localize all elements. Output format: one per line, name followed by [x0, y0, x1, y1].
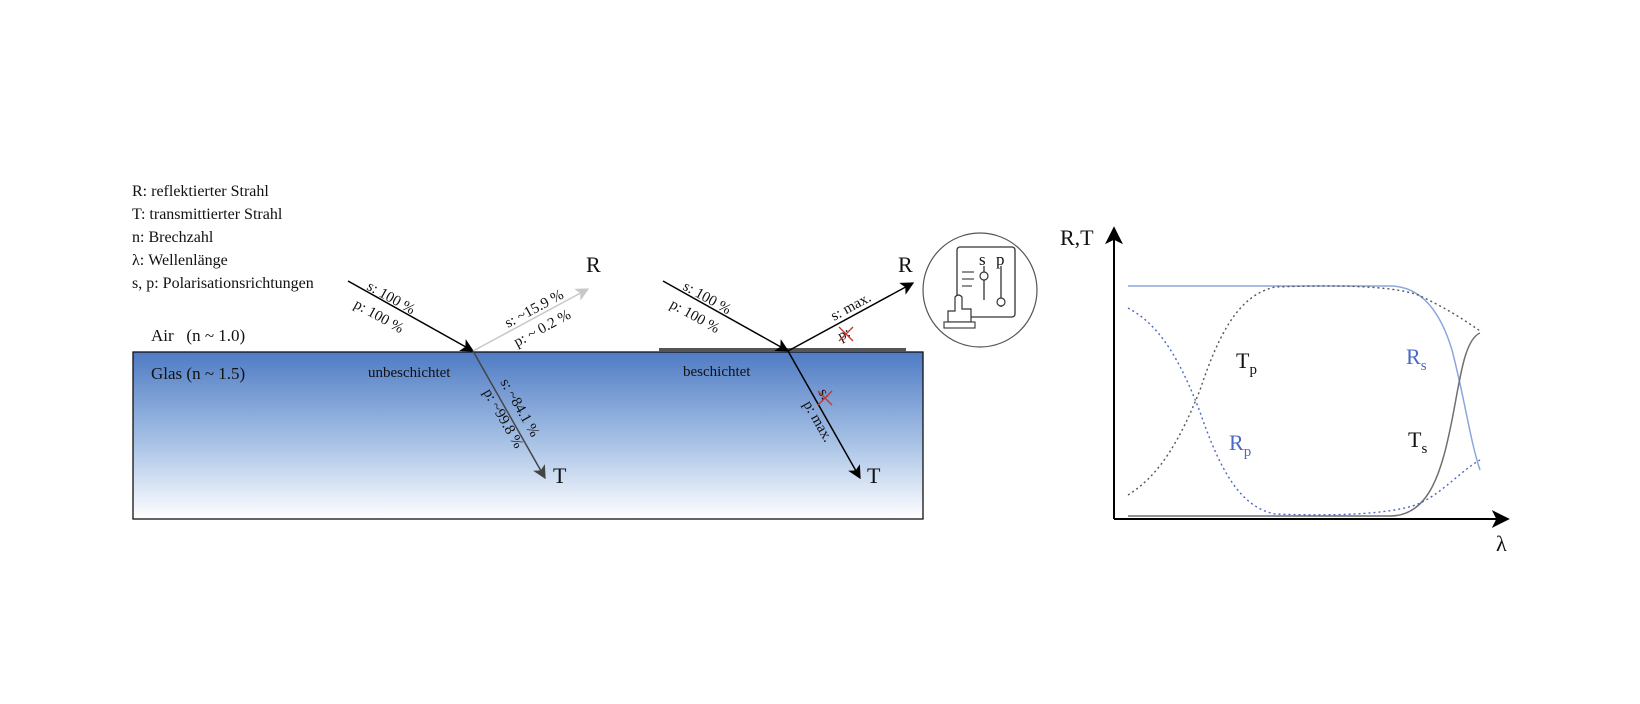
strike-mark [838, 326, 854, 342]
glass-block [132, 351, 924, 520]
uncoated-transmitted-ray [472, 350, 546, 480]
Tp-label: Tp [1236, 348, 1257, 378]
legend-line: R: reflektierter Strahl [132, 183, 269, 200]
glass-label: Glas (n ~ 1.5) [151, 364, 245, 383]
Ts-label: Ts [1408, 427, 1427, 457]
uncoated-reflected-ray [472, 288, 590, 352]
coated-R-label: R [898, 252, 913, 277]
x-axis-label: λ [1496, 531, 1507, 556]
coated-incident-ray [662, 280, 790, 352]
uncoated-label: unbeschichtet [368, 365, 451, 381]
coated-reflected-p-suppressed: p: [835, 325, 854, 345]
y-axis-label: R,T [1060, 225, 1094, 250]
legend: R: reflektierter Strahl T: transmittiert… [132, 183, 314, 292]
coated-reflected-p: p: [835, 325, 853, 345]
coated-T-label: T [867, 463, 881, 488]
uncoated-T-label: T [553, 463, 567, 488]
coated-reflected-s: s: max. [828, 290, 874, 325]
legend-line: n: Brechzahl [132, 229, 214, 246]
coated-reflected-ray [787, 282, 915, 352]
polarization-control-icon: s p [922, 232, 1038, 348]
coated-setup: beschichtet s: 100 % p: 100 % s: max. p:… [662, 252, 915, 488]
Tp-curve [1127, 285, 1481, 496]
coated-transmitted-ray [787, 350, 861, 480]
Rp-label: Rp [1229, 430, 1251, 460]
air-label: Air (n ~ 1.0) [151, 326, 245, 345]
Ts-curve [1128, 332, 1481, 517]
legend-line: λ: Wellenlänge [132, 252, 228, 269]
uncoated-incident-ray [347, 280, 475, 352]
legend-line: s, p: Polarisationsrichtungen [132, 275, 314, 292]
coated-label: beschichtet [683, 364, 751, 380]
Rs-label: Rs [1406, 344, 1427, 374]
strike-mark [817, 390, 833, 406]
legend-line: T: transmittierter Strahl [132, 206, 283, 223]
Rs-curve [1128, 285, 1481, 471]
icon-p-label: p [996, 250, 1005, 269]
Rp-curve [1127, 307, 1481, 516]
uncoated-R-label: R [586, 252, 601, 277]
rt-graph: R,T λ Tp Rp Rs Ts [1060, 225, 1510, 556]
icon-s-label: s [979, 250, 986, 269]
